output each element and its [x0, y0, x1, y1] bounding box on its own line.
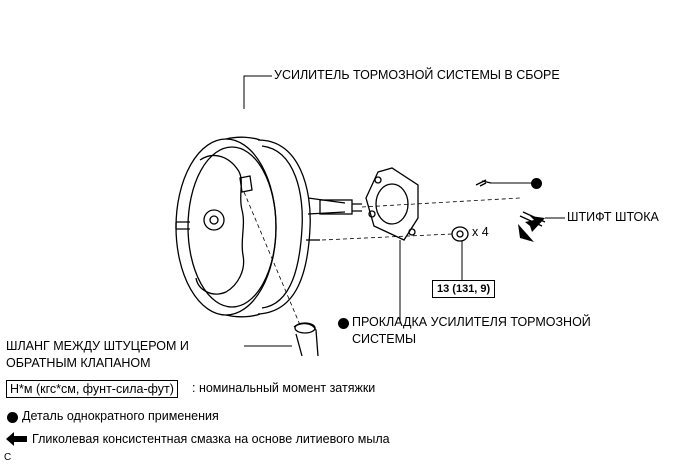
booster-shell-back [257, 139, 311, 315]
grease-arrow [525, 216, 545, 232]
nut [451, 226, 469, 242]
booster-hub [203, 209, 225, 231]
gasket-label-line2: СИСТЕМЫ [352, 332, 417, 346]
torque-unit-box: Н*м (кгс*см, фунт-сила-фут) [6, 380, 178, 398]
push-rod [319, 199, 353, 215]
hose-label-line1: ШЛАНГ МЕЖДУ ШТУЦЕРОМ И [6, 339, 189, 353]
single-use-legend-text: Деталь однократного применения [22, 409, 219, 423]
grease-legend-icon [6, 432, 27, 446]
gasket-label-line1: ПРОКЛАДКА УСИЛИТЕЛЯ ТОРМОЗНОЙ [352, 315, 591, 329]
torque-description: : номинальный момент затяжки [192, 381, 376, 395]
grease-legend-text: Гликолевая консистентная смазка на основ… [32, 432, 390, 446]
hose-label-line2: ОБРАТНЫМ КЛАПАНОМ [6, 356, 151, 370]
push-rod-pin-label: ШТИФТ ШТОКА [567, 210, 659, 224]
single-use-bullet-gasket [338, 318, 349, 329]
booster-assembly-label: УСИЛИТЕЛЬ ТОРМОЗНОЙ СИСТЕМЫ В СБОРЕ [274, 68, 560, 82]
quantity-label: x 4 [472, 225, 489, 239]
single-use-bullet-clip [531, 178, 542, 189]
torque-value-box: 13 (131, 9) [432, 280, 496, 298]
booster-front-face [175, 138, 277, 316]
clip [475, 179, 492, 187]
single-use-legend-icon [7, 412, 18, 423]
figure-code: C [4, 452, 12, 463]
